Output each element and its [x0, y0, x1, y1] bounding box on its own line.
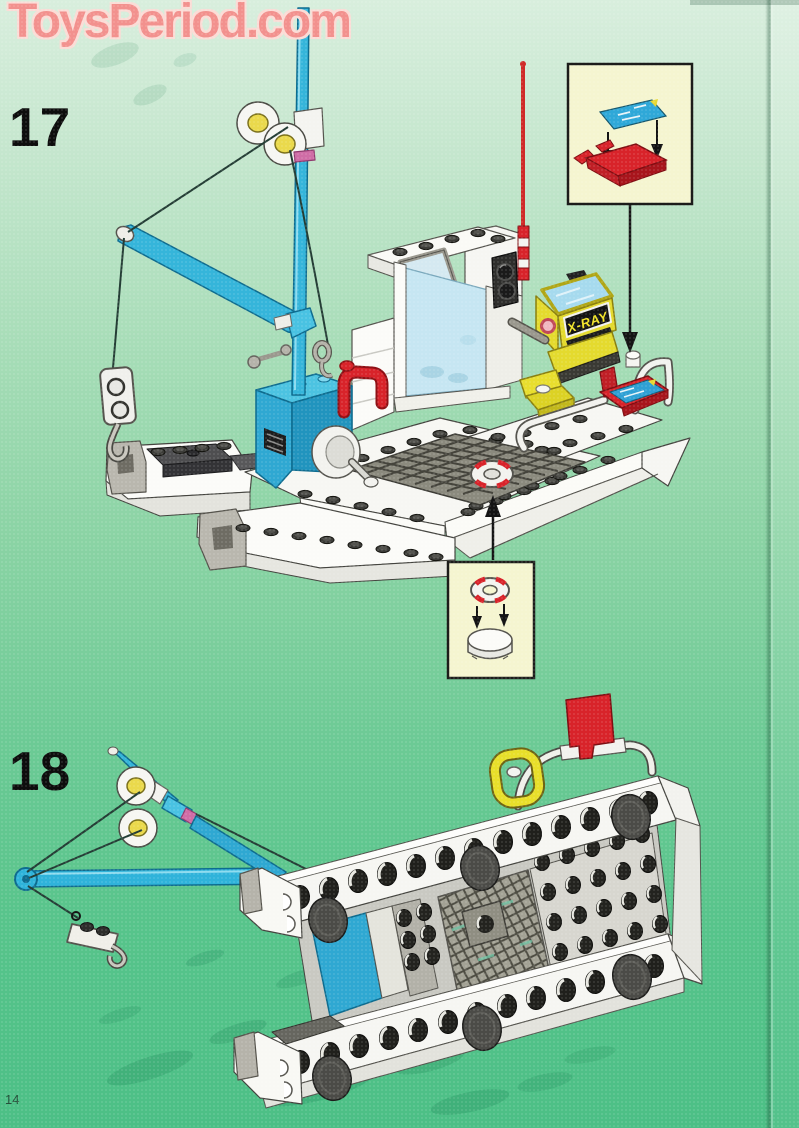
- toysperiod-watermark: ToysPeriod.com: [8, 0, 352, 48]
- down-arrow-icon: [472, 604, 509, 629]
- bow-caps: [233, 867, 345, 1105]
- inset-connector-arrow: [622, 204, 638, 353]
- rigging-lines: [26, 791, 313, 919]
- life-ring-inset: [446, 495, 536, 680]
- page-fold-highlight: [771, 0, 773, 1128]
- mast: [236, 7, 325, 396]
- mast-assembly: [107, 746, 287, 885]
- step-18-number: 18: [9, 740, 71, 802]
- life-ring-piece: [470, 576, 510, 604]
- boat-near-pontoon: [196, 502, 456, 584]
- map-sticker: [609, 379, 665, 404]
- pink-ring: [293, 149, 316, 163]
- tow-hitch: [488, 747, 546, 809]
- step-18-diagram: [14, 693, 703, 1109]
- red-slope-piece: [573, 139, 668, 187]
- scan-smudges: [91, 42, 197, 106]
- page-edge-strip: [773, 0, 799, 1128]
- inset-connector-arrow-up: [485, 495, 501, 560]
- step-17-diagram: X-RAY: [99, 7, 691, 584]
- antenna: [517, 61, 530, 281]
- red-faucet: [337, 360, 389, 419]
- page-fold-shadow: [765, 0, 771, 1128]
- page-number: 14: [5, 1092, 20, 1107]
- round-tile-piece: [467, 628, 513, 660]
- boat-far-pontoon: [105, 439, 273, 517]
- hanging-hook: [66, 911, 128, 969]
- xray-device: X-RAY: [507, 270, 621, 385]
- camera-brick: [491, 251, 519, 309]
- crank-handle: [363, 476, 379, 488]
- xray-label-plate: [563, 302, 612, 338]
- red-slope-with-sticker: [599, 366, 669, 417]
- boom-beam: [14, 867, 285, 891]
- life-ring-on-deck: [470, 459, 514, 489]
- deck-railing: [515, 395, 609, 453]
- rigging-tools: [247, 340, 334, 379]
- rigging-lines: [112, 126, 331, 369]
- crane-arm: [115, 224, 317, 339]
- handle-bar: [509, 319, 548, 343]
- sticker-inset: [566, 62, 694, 353]
- page-top-edge: [690, 0, 799, 5]
- red-flag: [559, 693, 627, 761]
- sticker-piece: [598, 99, 668, 130]
- step-17-number: 17: [9, 96, 71, 158]
- crane-hook: [99, 366, 137, 463]
- cabin-window: [404, 267, 489, 397]
- stern-caps: [657, 775, 703, 985]
